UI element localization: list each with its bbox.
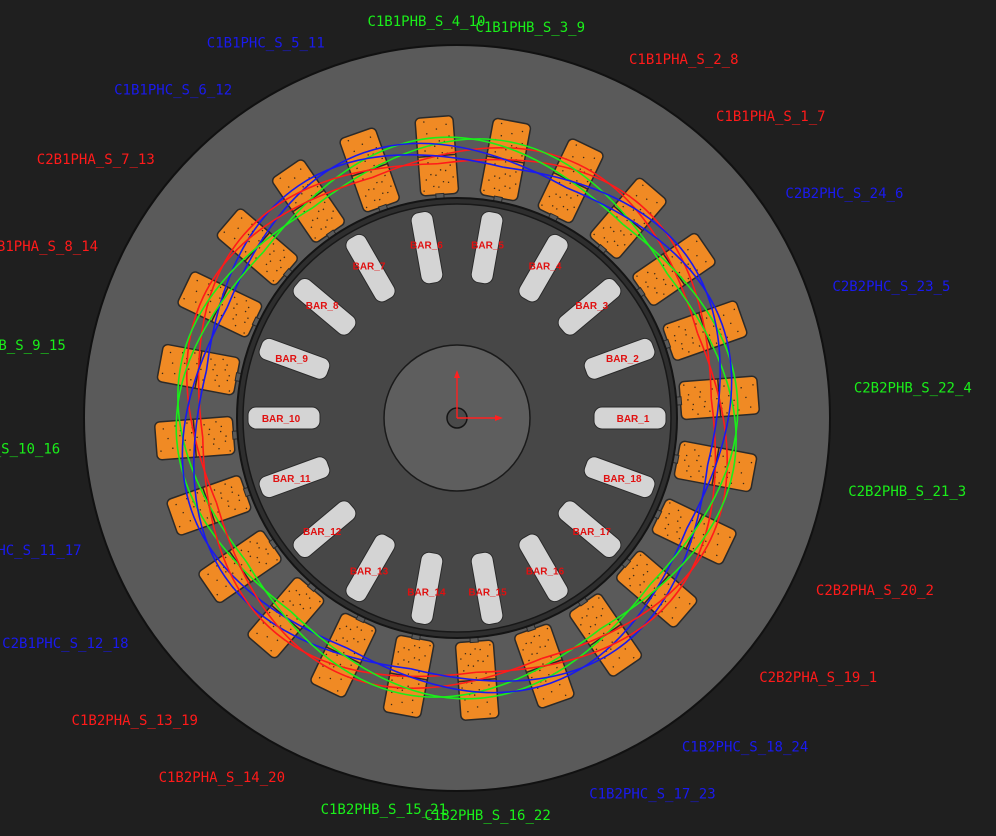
origin-axes — [454, 370, 503, 421]
coil-label: C2B2PHC_S_24_6 — [785, 186, 903, 202]
coil-label: C2B2PHB_S_22_4 — [854, 380, 972, 396]
rotor-bar-label: BAR_11 — [273, 474, 311, 485]
rotor-bar — [593, 406, 667, 430]
rotor-bar — [470, 211, 504, 285]
coil-label: C2B2PHA_S_19_1 — [759, 670, 877, 686]
coil-label: C1B2PHC_S_18_24 — [682, 739, 808, 755]
rotor-bar — [557, 500, 622, 558]
rotor-bar-label: BAR_13 — [350, 566, 389, 577]
coil-winding — [600, 273, 737, 630]
rotor-bar — [518, 233, 569, 303]
coil-label: C1B1PHA_S_2_8 — [629, 52, 739, 68]
coil-label: C1B1PHC_S_6_12 — [114, 83, 232, 99]
rotor-bar — [470, 551, 504, 625]
coil-label: C1B2PHA_S_14_20 — [159, 770, 285, 786]
coil-label: C1B1PHB_S_3_9 — [475, 20, 585, 36]
coil-label: C2B2PHC_S_23_5 — [832, 279, 950, 295]
rotor-bars: BAR_1 BAR_2 BAR_3 BAR_4 BAR_5 BAR_6BAR_7BAR_8… — [247, 211, 667, 625]
coil-winding — [622, 223, 739, 585]
rotor-bar-label: BAR_16 — [526, 566, 565, 577]
rotor-bar — [345, 233, 396, 303]
coil-label: C2B1PHA_S_7_13 — [37, 152, 155, 168]
coil-label: C1B2PHB_S_15_21 — [321, 802, 447, 818]
coil-labels: C1B1PHA_S_1_7C1B1PHA_S_2_8C1B1PHB_S_3_9C… — [0, 14, 972, 824]
coil-label: C1B1PHA_S_1_7 — [716, 109, 826, 125]
rotor-bar — [258, 456, 331, 499]
rotor-bar — [583, 456, 656, 499]
rotor-bar — [292, 500, 357, 558]
rotor-bar — [410, 551, 444, 625]
rotor-bar-label: BAR_6 — [410, 241, 443, 252]
rotor-bar-label: BAR_15 — [468, 587, 507, 598]
coil-label: C2B1PHB_S_9_15 — [0, 338, 66, 354]
coil-label: C2B1PHC_S_12_18 — [2, 636, 128, 652]
coil-label: C2B2PHB_S_21_3 — [848, 484, 966, 500]
coil-label: C2B1PHC_S_11_17 — [0, 543, 82, 559]
rotor-bar-label: BAR_17 — [573, 527, 612, 538]
coil-winding — [566, 187, 733, 529]
coil-label: C1B1PHB_S_4_10 — [367, 14, 485, 30]
coil-label: C1B2PHB_S_16_22 — [424, 808, 550, 824]
rotor-bar-label: BAR_14 — [407, 587, 446, 598]
rotor-bar-label: BAR_4 — [529, 262, 562, 273]
coil-label: C2B2PHA_S_20_2 — [816, 583, 934, 599]
rotor-bar-label: BAR_3 — [575, 301, 608, 312]
rotor-bar-label: BAR_8 — [306, 301, 339, 312]
coil-label: C1B2PHC_S_17_23 — [589, 786, 715, 802]
rotor-bar — [557, 278, 622, 336]
rotor-bar — [345, 533, 396, 603]
rotor-bar — [410, 211, 444, 285]
rotor-bar-label: BAR_12 — [303, 527, 342, 538]
rotor-bar-label: BAR_18 — [603, 474, 642, 485]
rotor-bar-label: BAR_1 — [617, 414, 650, 425]
coil-label: C1B2PHA_S_13_19 — [72, 713, 198, 729]
rotor-bar-label: BAR_5 — [471, 241, 504, 252]
coil-windings — [175, 136, 739, 700]
coil-label: C1B1PHC_S_5_11 — [207, 36, 325, 52]
coil-label: C2B1PHA_S_8_14 — [0, 239, 98, 255]
rotor-bar-label: BAR_7 — [353, 262, 386, 273]
rotor-bar — [258, 337, 331, 380]
rotor-bar — [518, 533, 569, 603]
rotor-bar-label: BAR_2 — [606, 354, 639, 365]
rotor-bar-label: BAR_10 — [262, 414, 301, 425]
coil-winding — [503, 166, 721, 466]
rotor-bar-label: BAR_9 — [275, 354, 308, 365]
rotor-bar — [292, 278, 357, 336]
coil-label: C2B1PHB_S_10_16 — [0, 442, 60, 458]
rotor-bar — [583, 337, 656, 380]
rotor-bar — [247, 406, 321, 430]
